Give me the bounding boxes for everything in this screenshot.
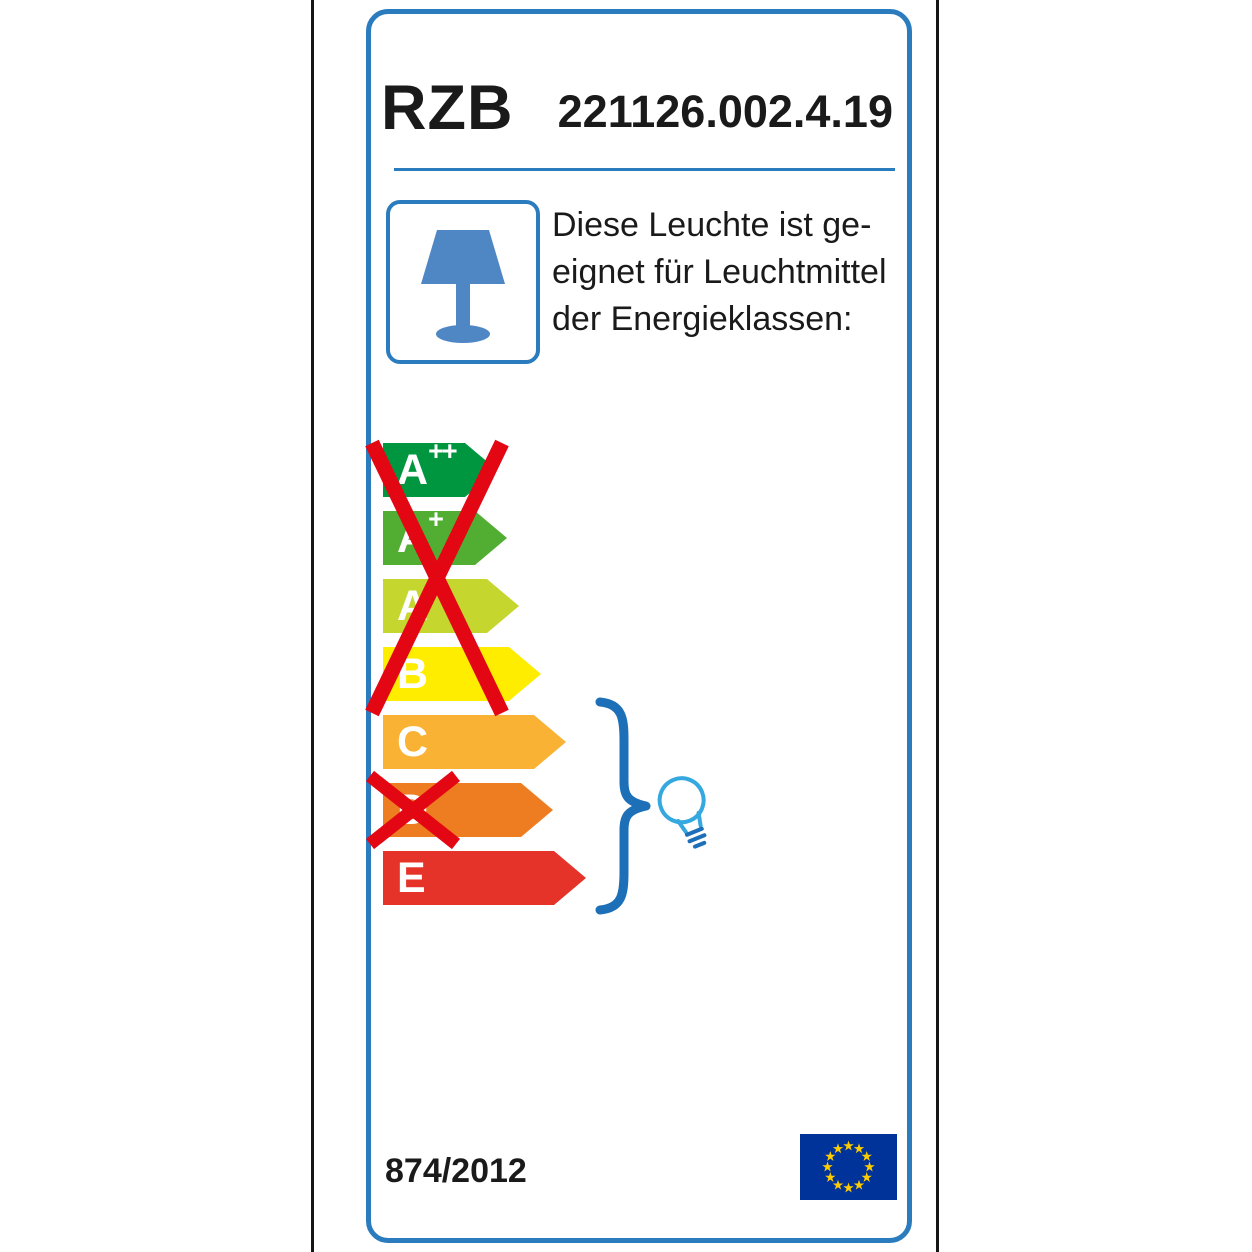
energy-class-arrow-e: E (383, 851, 586, 905)
regulation-number: 874/2012 (385, 1152, 527, 1190)
class-letter: C (397, 718, 429, 766)
energy-class-arrow-c: C (383, 715, 566, 769)
header-divider (394, 168, 895, 171)
lamp-pictogram-box (386, 200, 540, 364)
energy-scale: A++ A+ A B C D E (383, 443, 683, 919)
suitability-line: eignet für Leuchtmittel (552, 253, 887, 291)
brand-text: RZB (381, 73, 514, 143)
eu-flag (800, 1134, 897, 1200)
big-cross-icon (365, 439, 509, 717)
eu-flag-stars-icon (822, 1140, 875, 1193)
light-bulb-icon (657, 776, 707, 849)
label-blue-frame (366, 9, 912, 1243)
suitability-line: der Energieklassen: (552, 300, 853, 338)
energy-class-arrow-b: B (383, 647, 541, 701)
table-lamp-icon (421, 230, 505, 343)
small-cross-icon (365, 770, 461, 850)
product-number: 221126.002.4.19 (557, 86, 893, 137)
suitability-text: Diese Leuchte ist ge- eignet für Leuchtm… (552, 202, 902, 343)
suitability-line: Diese Leuchte ist ge- (552, 206, 872, 244)
class-letter: E (397, 854, 426, 902)
brace-icon (595, 697, 651, 915)
